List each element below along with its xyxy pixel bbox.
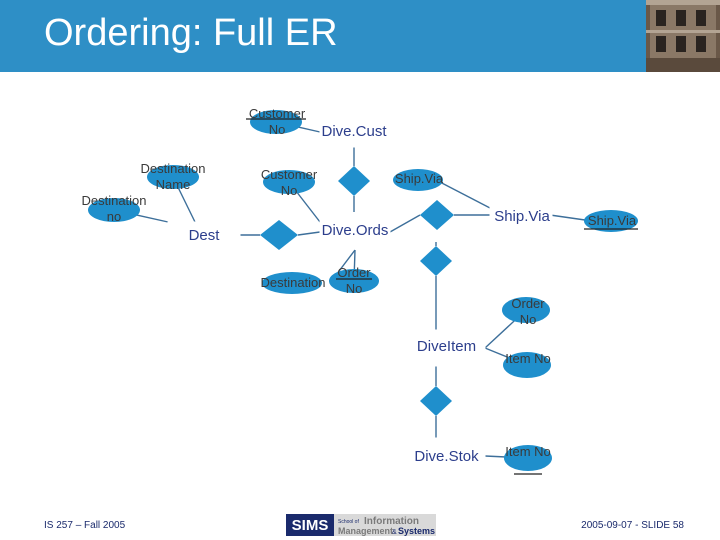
customer-no-attribute-ellipse xyxy=(250,110,302,134)
order-no-attribute: Order No xyxy=(511,296,545,327)
dive-item-entity-box xyxy=(407,329,486,367)
connector xyxy=(389,214,421,233)
slide-number-footer: 2005-09-07 - SLIDE 58 xyxy=(581,520,684,531)
logo-mark: SIMS xyxy=(292,517,329,534)
item-stok-relationship-diamond xyxy=(420,386,452,416)
order-no-key-attribute-ellipse xyxy=(329,269,379,293)
dive-ords-entity: Dive.Ords xyxy=(321,222,389,239)
shipvia-ords-relationship-diamond xyxy=(420,200,454,230)
ords-item-relationship-diamond xyxy=(420,246,452,276)
building-photo xyxy=(646,0,720,72)
dive-stok-entity-box xyxy=(407,437,486,475)
destination-name-attribute-ellipse xyxy=(147,165,199,189)
destination-attribute-ellipse xyxy=(262,272,322,294)
logo-joiner: & xyxy=(392,529,397,536)
customer-no-fk-attribute: Customer No xyxy=(260,167,318,198)
customer-no-key-attribute: Customer No xyxy=(248,106,306,137)
connector xyxy=(435,179,491,209)
order-no-attribute-ellipse xyxy=(502,297,550,323)
dive-ords-entity-box xyxy=(319,217,391,247)
dest-ords-relationship-diamond xyxy=(260,220,298,250)
dive-stok-entity: Dive.Stok xyxy=(414,448,479,465)
destination-no-attribute-ellipse xyxy=(88,198,140,222)
destination-name-attribute: Destination Name xyxy=(140,161,206,192)
item-no-key-attribute: Item No xyxy=(505,444,551,459)
item-no-key-attribute-ellipse xyxy=(504,445,552,471)
cust-ords-relationship-diamond xyxy=(338,166,370,196)
logo-information: Information xyxy=(364,516,419,527)
order-no-key-attribute: Order No xyxy=(337,265,371,296)
dive-cust-entity-box xyxy=(319,116,389,148)
course-footer: IS 257 – Fall 2005 xyxy=(44,520,126,531)
logo-systems: Systems xyxy=(398,526,435,536)
customer-no-fk-attribute-ellipse xyxy=(263,170,315,194)
slide-title: Ordering: Full ER xyxy=(44,12,338,54)
destination-attribute: Destination xyxy=(260,275,326,290)
dive-item-entity: DiveItem xyxy=(416,338,477,355)
dest-entity-box xyxy=(167,221,241,251)
item-no-attribute-ellipse xyxy=(503,352,551,378)
dest-entity: Dest xyxy=(188,227,220,244)
logo-management: Management xyxy=(338,526,393,536)
logo-prefix: School of xyxy=(338,519,359,525)
dive-cust-entity: Dive.Cust xyxy=(321,123,387,140)
connector xyxy=(549,214,586,221)
destination-no-attribute: Destination no xyxy=(81,193,147,224)
ship-via-fk-attribute-ellipse xyxy=(393,169,443,191)
ship-via-key-attribute: Ship.Via xyxy=(587,213,637,228)
ship-via-entity-box xyxy=(489,202,553,232)
slide-header xyxy=(0,0,720,72)
connector xyxy=(297,231,321,236)
ship-via-entity: Ship.Via xyxy=(494,208,550,225)
ship-via-fk-attribute: Ship.Via xyxy=(394,171,444,186)
ship-via-key-attribute-ellipse xyxy=(584,210,638,232)
item-no-attribute: Item No xyxy=(505,351,551,366)
sims-logo: SIMS School of Information Management & … xyxy=(286,514,436,536)
